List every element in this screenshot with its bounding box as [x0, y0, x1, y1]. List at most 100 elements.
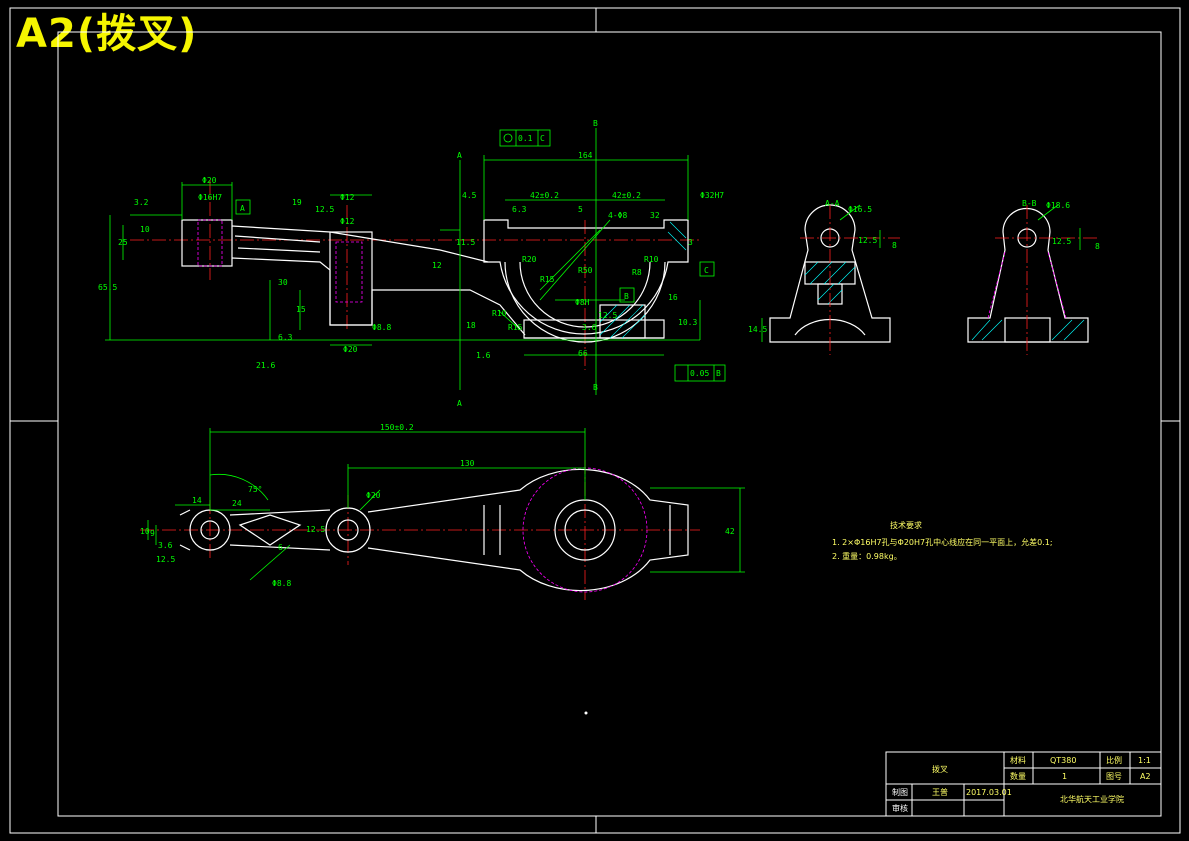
dim-19: 19	[292, 198, 302, 207]
dim-r15-bottom: R15	[508, 323, 523, 332]
gdt-top-datum: C	[540, 134, 545, 143]
section-a-bottom: A	[457, 399, 462, 408]
dim-5b: 5	[578, 205, 583, 214]
side-d8a: 8	[892, 241, 897, 250]
tb-review-label: 审核	[892, 803, 908, 813]
dim-115: 11.5	[456, 238, 475, 247]
datum-c: C	[704, 266, 709, 275]
dim-32: 32	[650, 211, 660, 220]
top-view: 150±0.2 130 75° 14 24 Φ20 42 10 9 12.5 3…	[140, 423, 745, 600]
dim-10-right: 10.3	[678, 318, 697, 327]
dim-63b: 6.3	[512, 205, 527, 214]
tech-req-item-2: 2. 重量：0.98kg。	[832, 551, 902, 561]
tech-req-item-1: 1. 2×Φ16H7孔与Φ20H7孔中心线应在同一平面上，允差0.1;	[832, 537, 1053, 547]
top-dim-150: 150±0.2	[380, 423, 414, 432]
top-dim-6: 6	[278, 543, 283, 552]
dim-36: 3.6	[582, 323, 597, 332]
tb-drawer: 王普	[932, 787, 948, 797]
top-dim-36: 3.6	[158, 541, 173, 550]
tb-qty-label: 数量	[1010, 771, 1026, 781]
side-phi18: Φ18.6	[1046, 201, 1070, 210]
side-d145: 14.5	[748, 325, 767, 334]
dim-45: 4.5	[462, 191, 477, 200]
dim-phi8h: Φ8H	[575, 298, 590, 307]
dim-phi32h7: Φ32H7	[700, 191, 724, 200]
datum-a: A	[240, 204, 245, 213]
title-block: 拨叉 材料 QT380 比例 1:1 数量 1 图号 A2 制图 王普 2017…	[885, 751, 1162, 817]
dim-r15: R15	[540, 275, 555, 284]
top-dim-42: 42	[725, 527, 735, 536]
dim-phi12b: Φ12	[340, 217, 355, 226]
dim-15: 15	[296, 305, 306, 314]
tb-scale: 1:1	[1138, 756, 1151, 765]
top-dim-125: 12.5	[156, 555, 175, 564]
datum-b: B	[624, 292, 629, 301]
dim-42a: 42±0.2	[530, 191, 559, 200]
side-d8b: 8	[1095, 242, 1100, 251]
dim-e4: 4-Φ8	[608, 211, 627, 220]
tb-part-name: 拨叉	[932, 764, 948, 774]
tech-requirements: 技术要求 1. 2×Φ16H7孔与Φ20H7孔中心线应在同一平面上，允差0.1;…	[832, 520, 1053, 561]
tb-material: QT380	[1050, 756, 1076, 765]
dim-164: 164	[578, 151, 593, 160]
tech-req-heading: 技术要求	[890, 520, 922, 530]
top-dim-24: 24	[232, 499, 242, 508]
tb-scale-label: 比例	[1106, 755, 1122, 765]
top-dim-phi20: Φ20	[366, 491, 381, 500]
tb-qty: 1	[1062, 772, 1067, 781]
gdt-bottom-value: 0.05	[690, 369, 709, 378]
dim-roughness-left: 3.2	[134, 198, 149, 207]
section-b-top: B	[593, 119, 598, 128]
sheet-frame	[9, 7, 1181, 834]
dim-18: 18	[466, 321, 476, 330]
tb-date: 2017.03.01	[966, 788, 1012, 797]
top-dim-12: 12.5	[306, 525, 325, 534]
section-a-a: A-A Φ16.5 12.5 8 14.5	[748, 199, 900, 355]
gdt-bottom-datum: B	[716, 369, 721, 378]
dim-phi16h7: Φ16H7	[198, 193, 222, 202]
dim-r50: R50	[578, 266, 593, 275]
dim-16c: 1.6	[476, 351, 491, 360]
section-b-bottom: B	[593, 383, 598, 392]
dim-r8: R8	[632, 268, 642, 277]
dim-10: 10	[140, 225, 150, 234]
dim-r10-bottom: R10	[492, 309, 507, 318]
section-a-top: A	[457, 151, 462, 160]
top-dim-9: 9	[150, 529, 155, 538]
dim-16-right: 16	[668, 293, 678, 302]
dim-r20: R20	[522, 255, 537, 264]
dim-63: 6.3	[278, 333, 293, 342]
tb-drawing-no-label: 图号	[1106, 772, 1122, 781]
dim-phi20-bottom: Φ20	[343, 345, 358, 354]
top-dim-10: 10	[140, 527, 150, 536]
gdt-top-value: 0.1	[518, 134, 533, 143]
dim-phi88: Φ8.8	[372, 323, 391, 332]
dim-30: 30	[278, 278, 288, 287]
top-dim-phi88: Φ8.8	[272, 579, 291, 588]
tb-material-label: 材料	[1010, 755, 1026, 765]
top-dim-75: 75°	[248, 485, 262, 494]
dim-w66: 66	[578, 349, 588, 358]
section-b-b-label: B-B	[1022, 199, 1037, 208]
top-dim-130: 130	[460, 459, 475, 468]
tb-school: 北华航天工业学院	[1060, 794, 1124, 804]
dim-125-top: 12.5	[315, 205, 334, 214]
dim-42b: 42±0.2	[612, 191, 641, 200]
dim-125-mid: 12.5	[598, 311, 617, 320]
tb-drawn-label: 制图	[892, 787, 908, 797]
side-phi14: Φ16.5	[848, 205, 872, 214]
section-a-a-label: A-A	[825, 199, 840, 208]
sheet-title: A2(拨叉)	[16, 11, 198, 57]
top-dim-14: 14	[192, 496, 202, 505]
dim-25: 25	[118, 238, 128, 247]
dim-65: 65.5	[98, 283, 117, 292]
dim-12: 12	[432, 261, 442, 270]
dim-phi20: Φ20	[202, 176, 217, 185]
side-d12: 12.5	[858, 236, 877, 245]
tb-drawing-no: A2	[1140, 772, 1151, 781]
dim-phi12a: Φ12	[340, 193, 355, 202]
front-view: 0.1 C 0.05 B A B C B B A A 164 42±0.2 42…	[98, 119, 726, 408]
dim-3: 3	[688, 238, 693, 247]
dim-216: 21.6	[256, 361, 275, 370]
